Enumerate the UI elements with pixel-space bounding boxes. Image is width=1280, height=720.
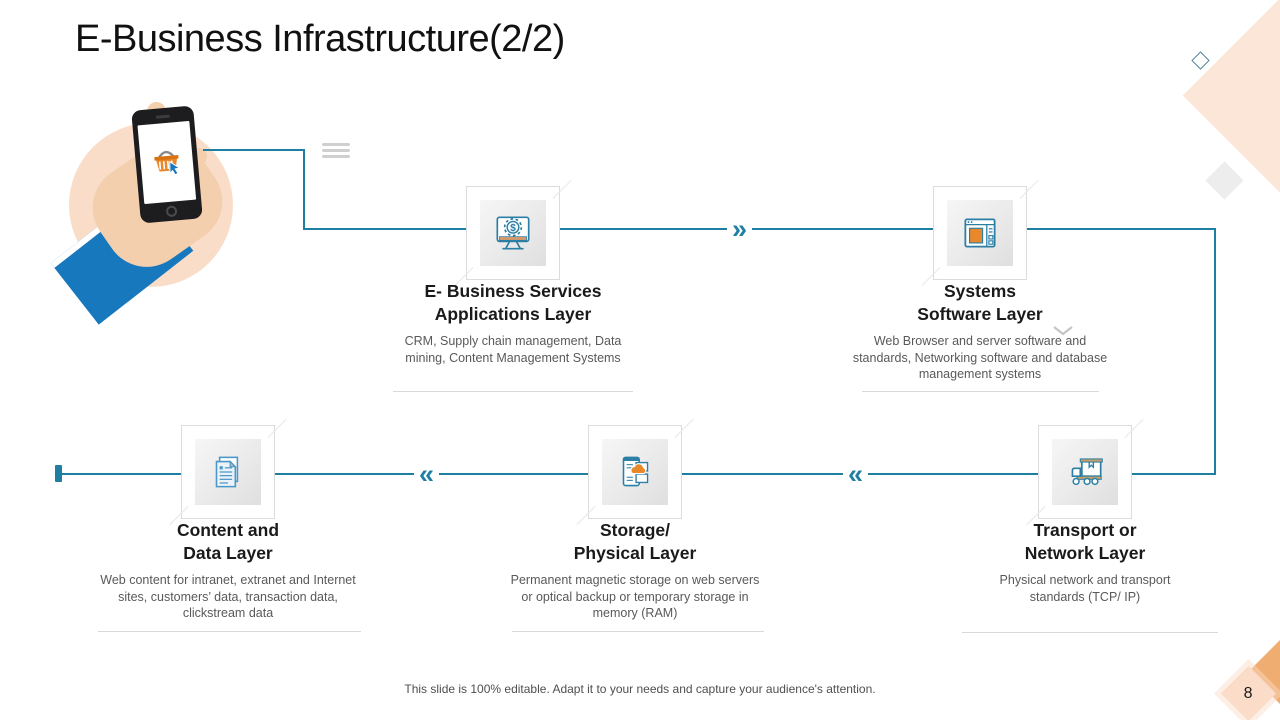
divider [393, 391, 633, 392]
layer-title-line: Data Layer [183, 543, 273, 563]
documents-icon [215, 456, 239, 488]
layer-title-line: Storage/ [599, 520, 671, 540]
layer-title: Content and Data Layer [88, 519, 368, 565]
layer-tile-systems-software [933, 186, 1027, 280]
layer-description: Permanent magnetic storage on web server… [510, 573, 760, 620]
layer-title: Storage/ Physical Layer [495, 519, 775, 565]
layer-title-line: Transport or [1033, 520, 1137, 540]
line-end-cap [55, 465, 62, 482]
layer-title-line: Network Layer [1024, 543, 1146, 563]
layer-tile-content-data [181, 425, 275, 519]
phone-home-button [165, 205, 178, 218]
layer-description: Web content for intranet, extranet and I… [100, 573, 356, 620]
small-teal-diamond-icon [1191, 51, 1210, 70]
storage-files-icon [622, 456, 649, 487]
layer-title-line: Physical Layer [573, 543, 697, 563]
monitor-gear-dollar-icon: $ [496, 216, 530, 250]
connector-line [1214, 228, 1216, 475]
layer-title: E- Business Services Applications Layer [373, 280, 653, 326]
divider [512, 631, 764, 632]
connector-line [303, 228, 1216, 230]
delivery-truck-icon [1071, 458, 1103, 486]
chevron-right-icon: » [727, 216, 753, 243]
divider [98, 631, 361, 632]
layer-title-line: Systems [944, 281, 1016, 301]
layer-tile-transport-network [1038, 425, 1132, 519]
shopping-basket-icon [154, 150, 181, 176]
layer-description: Web Browser and server software and stan… [852, 334, 1108, 381]
layer-title: Transport or Network Layer [945, 519, 1225, 565]
chevron-left-icon: « [414, 461, 440, 488]
layer-title-line: Applications Layer [434, 304, 592, 324]
layer-title-line: Content and [176, 520, 280, 540]
menu-lines-icon [322, 143, 350, 161]
layer-block-storage-physical: Storage/ Physical Layer Permanent magnet… [495, 519, 775, 622]
phone-screen [137, 120, 197, 205]
layer-tile-ebusiness-services: $ [466, 186, 560, 280]
chevron-down-icon [1053, 326, 1073, 336]
page-title: E-Business Infrastructure(2/2) [75, 18, 565, 60]
divider [862, 391, 1099, 392]
footer-note: This slide is 100% editable. Adapt it to… [404, 682, 876, 696]
small-gray-diamond-icon [1205, 161, 1244, 200]
layer-description: Physical network and transport standards… [999, 573, 1171, 604]
layer-block-ebusiness-services: E- Business Services Applications Layer … [373, 280, 653, 366]
layer-block-systems-software: Systems Software Layer Web Browser and s… [840, 280, 1120, 383]
smartphone [131, 105, 203, 224]
divider [962, 632, 1218, 633]
svg-text:$: $ [510, 223, 516, 234]
connector-line [203, 149, 305, 151]
layer-block-content-data: Content and Data Layer Web content for i… [88, 519, 368, 622]
chevron-left-icon: « [843, 461, 869, 488]
layer-title: Systems Software Layer [840, 280, 1120, 326]
software-window-icon [964, 218, 996, 248]
hand-phone-illustration [0, 90, 340, 325]
layer-title-line: Software Layer [917, 304, 1043, 324]
phone-speaker [155, 114, 170, 119]
layer-block-transport-network: Transport or Network Layer Physical netw… [945, 519, 1225, 605]
connector-line [303, 149, 305, 230]
layer-description: CRM, Supply chain management, Data minin… [404, 334, 622, 365]
layer-title-line: E- Business Services [424, 281, 602, 301]
layer-tile-storage-physical [588, 425, 682, 519]
page-number: 8 [1244, 684, 1253, 702]
